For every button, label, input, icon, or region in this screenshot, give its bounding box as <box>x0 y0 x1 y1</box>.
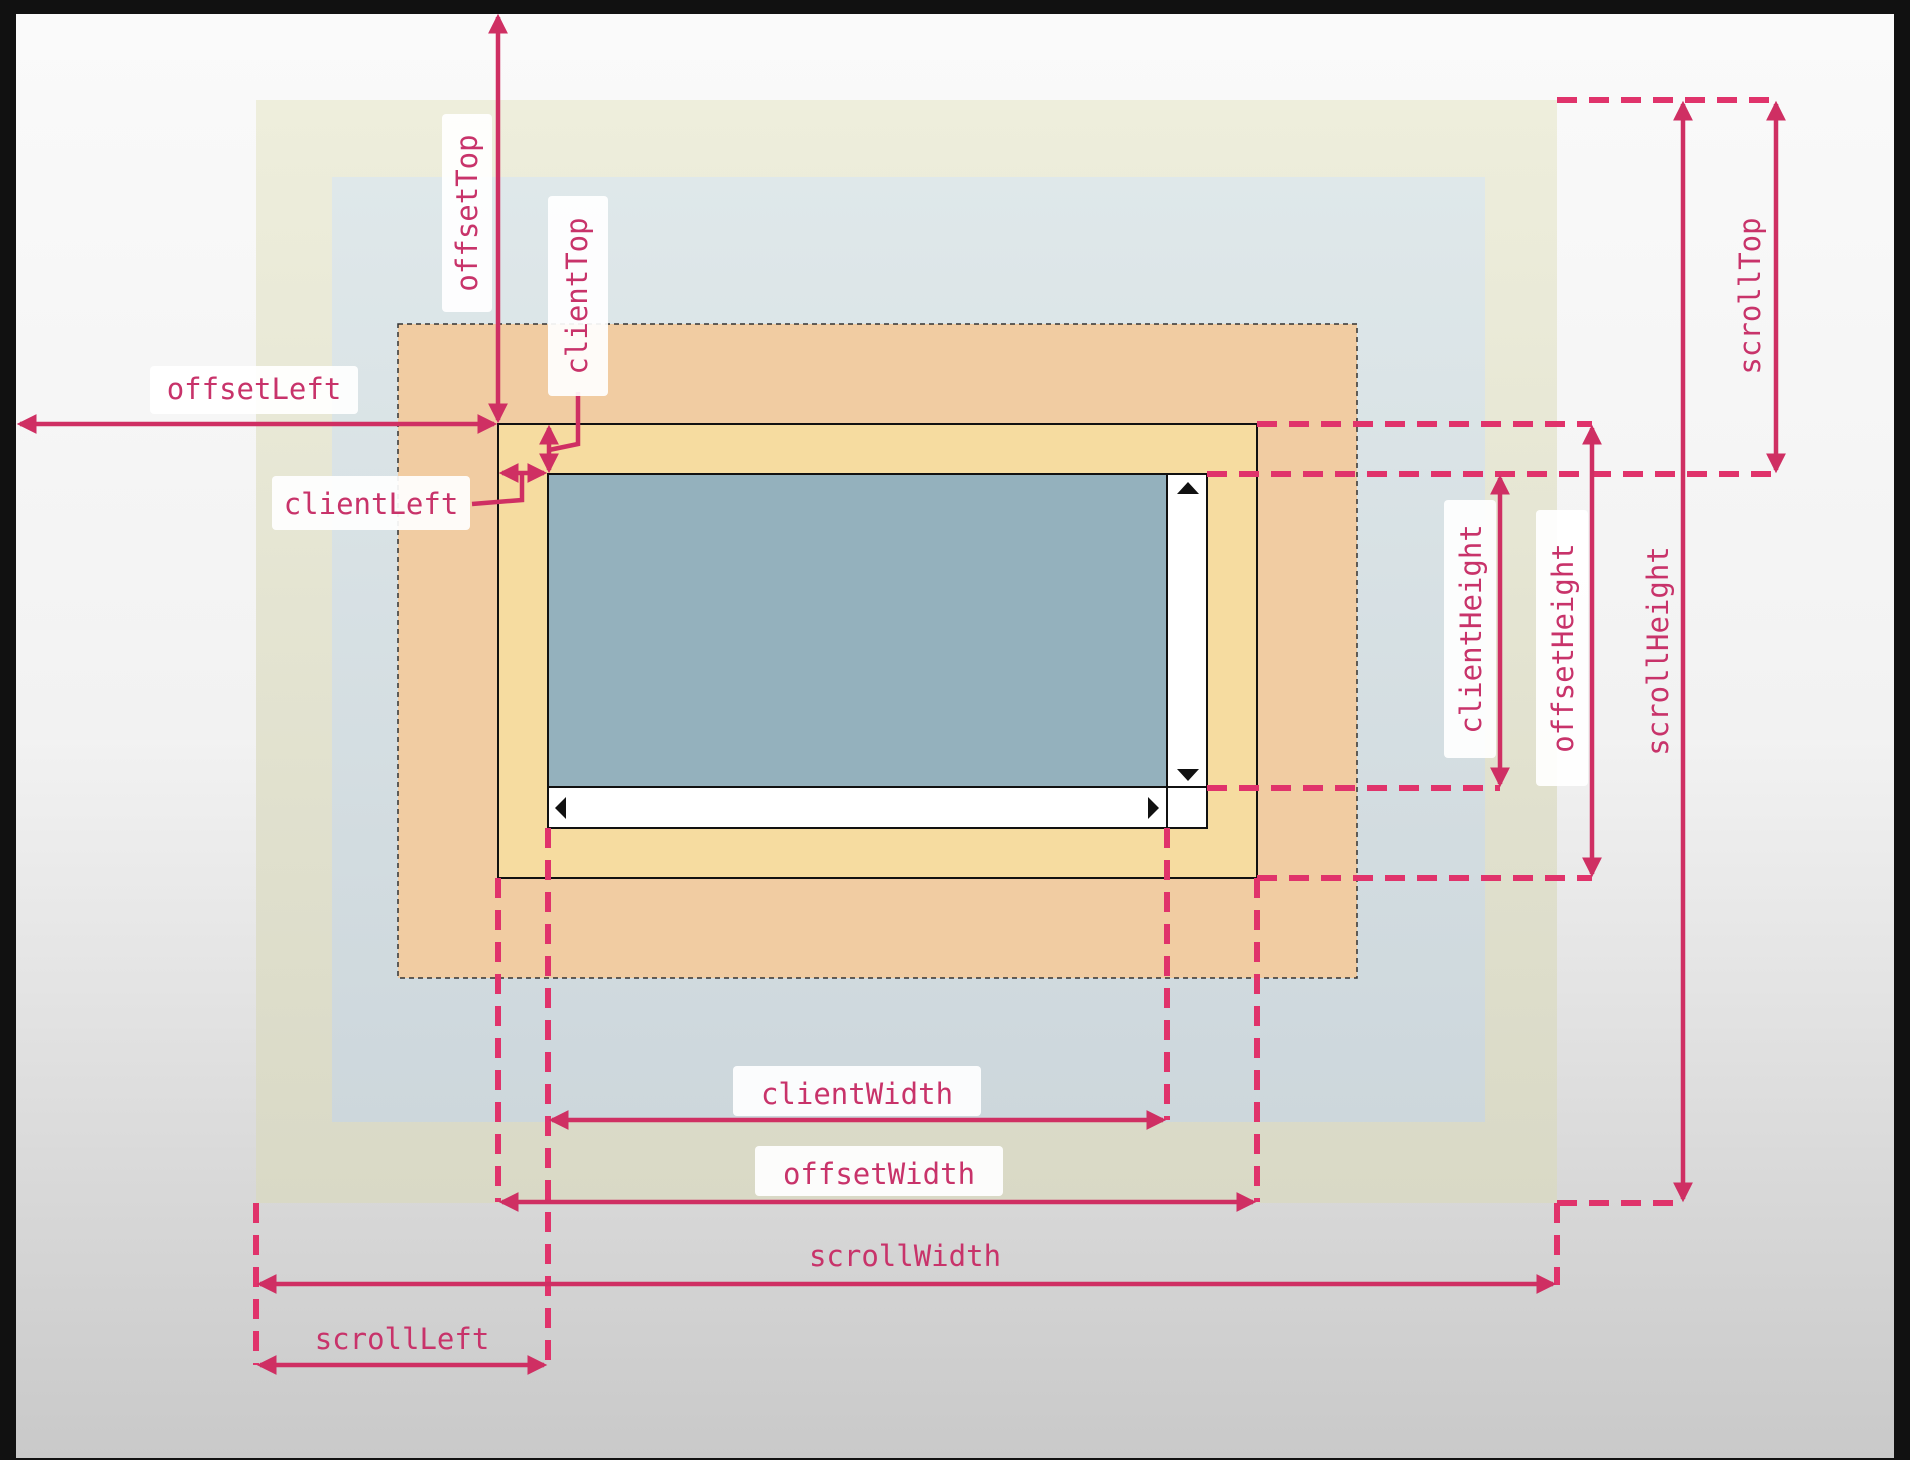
label-scroll-top: scrollTop <box>1733 217 1767 374</box>
label-scroll-width: scrollWidth <box>809 1239 1001 1273</box>
svg-text:offsetLeft: offsetLeft <box>167 372 342 406</box>
label-scroll-left: scrollLeft <box>315 1322 490 1356</box>
content-area <box>549 475 1167 787</box>
svg-text:clientHeight: clientHeight <box>1454 524 1488 734</box>
label-offset-width: offsetWidth <box>755 1146 1003 1196</box>
label-offset-left: offsetLeft <box>150 366 358 414</box>
label-client-top: clientTop <box>548 196 608 396</box>
svg-text:clientTop: clientTop <box>560 217 594 374</box>
svg-text:scrollLeft: scrollLeft <box>315 1322 490 1356</box>
svg-text:scrollTop: scrollTop <box>1733 217 1767 374</box>
svg-text:scrollHeight: scrollHeight <box>1641 546 1675 756</box>
label-offset-top: offsetTop <box>442 114 492 312</box>
svg-text:offsetTop: offsetTop <box>450 134 484 291</box>
dashed-guides <box>253 97 1776 1365</box>
svg-text:offsetWidth: offsetWidth <box>783 1157 975 1191</box>
svg-text:clientLeft: clientLeft <box>284 487 459 521</box>
scroll-down-icon[interactable] <box>1177 769 1199 781</box>
scroll-left-icon[interactable] <box>555 797 566 819</box>
label-offset-height: offsetHeight <box>1536 510 1588 786</box>
label-client-width: clientWidth <box>733 1066 981 1116</box>
scroll-right-icon[interactable] <box>1148 797 1159 819</box>
svg-text:scrollWidth: scrollWidth <box>809 1239 1001 1273</box>
client-left-leader <box>471 473 525 507</box>
scroll-up-icon[interactable] <box>1177 482 1199 494</box>
client-top-leader <box>548 392 581 453</box>
measurement-arrows <box>16 13 1786 1375</box>
horizontal-scrollbar[interactable] <box>548 786 1207 819</box>
vertical-scrollbar[interactable] <box>1166 474 1199 828</box>
label-scroll-height: scrollHeight <box>1641 546 1675 756</box>
svg-text:clientWidth: clientWidth <box>761 1077 953 1111</box>
label-client-left: clientLeft <box>272 476 470 530</box>
label-client-height: clientHeight <box>1444 500 1496 758</box>
svg-text:offsetHeight: offsetHeight <box>1546 543 1580 753</box>
